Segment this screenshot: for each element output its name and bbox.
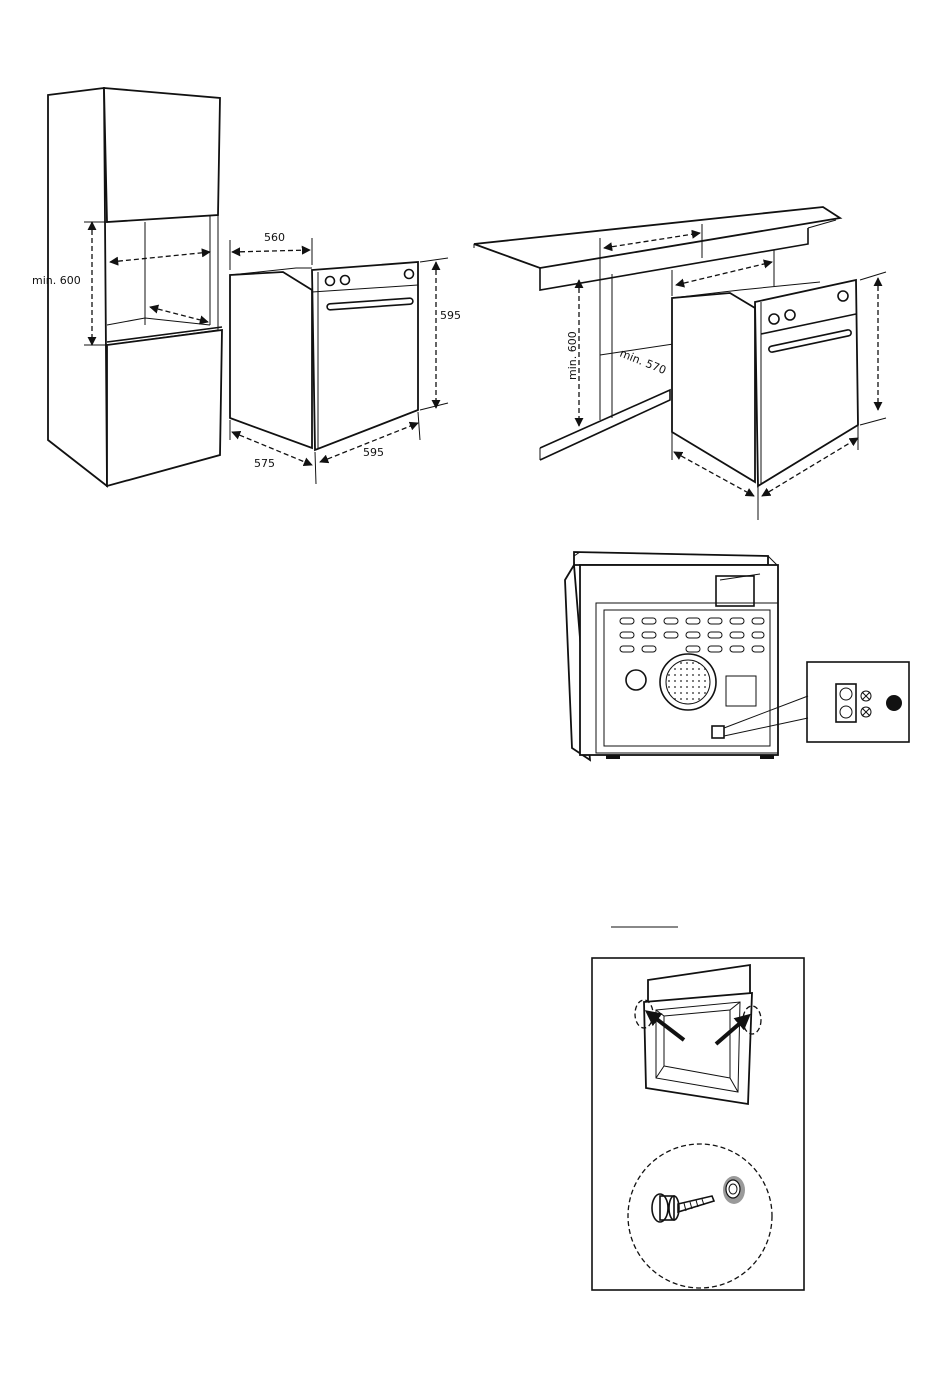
cabinet-opening: [107, 215, 218, 345]
dim-width-label: 595: [363, 446, 384, 459]
under-counter-diagram: min. 600 min. 570: [474, 207, 886, 520]
dim-width-line: [110, 252, 210, 262]
countertop: [474, 207, 840, 268]
dim-height-label: min. 600: [32, 274, 81, 287]
cabinet-lower-front: [107, 330, 222, 486]
oven-front-panel: [312, 262, 418, 450]
dim-depth-top-line: [232, 250, 310, 252]
built-in-oven-side: [672, 293, 755, 482]
screw-detail-circle: [628, 1144, 772, 1288]
oven-rear-panel: [580, 565, 778, 755]
bushing-icon: [723, 1176, 745, 1204]
dim-depth-label: min. 570: [618, 347, 668, 377]
oven-dimension-diagram: 560 595 575 595: [230, 231, 461, 484]
cabinet-side-panel: [48, 88, 107, 486]
dim-oven-top-line: [676, 262, 772, 285]
terminal-marker-dot: [886, 695, 902, 711]
cabinet-upper-front: [104, 88, 220, 222]
dim-depth-top-label: 560: [264, 231, 285, 244]
built-in-oven-front: [755, 280, 858, 486]
dim-depth-bottom-label: 575: [254, 457, 275, 470]
oven-rear-connection-diagram: [565, 552, 909, 760]
dim-height-label: 595: [440, 309, 461, 322]
dim-height-label: min. 600: [566, 331, 579, 380]
tall-cabinet-diagram: min. 600: [32, 88, 222, 486]
oven-body-side: [230, 272, 312, 448]
screw-icon: [652, 1194, 714, 1222]
fixing-screws-diagram: [592, 958, 804, 1290]
